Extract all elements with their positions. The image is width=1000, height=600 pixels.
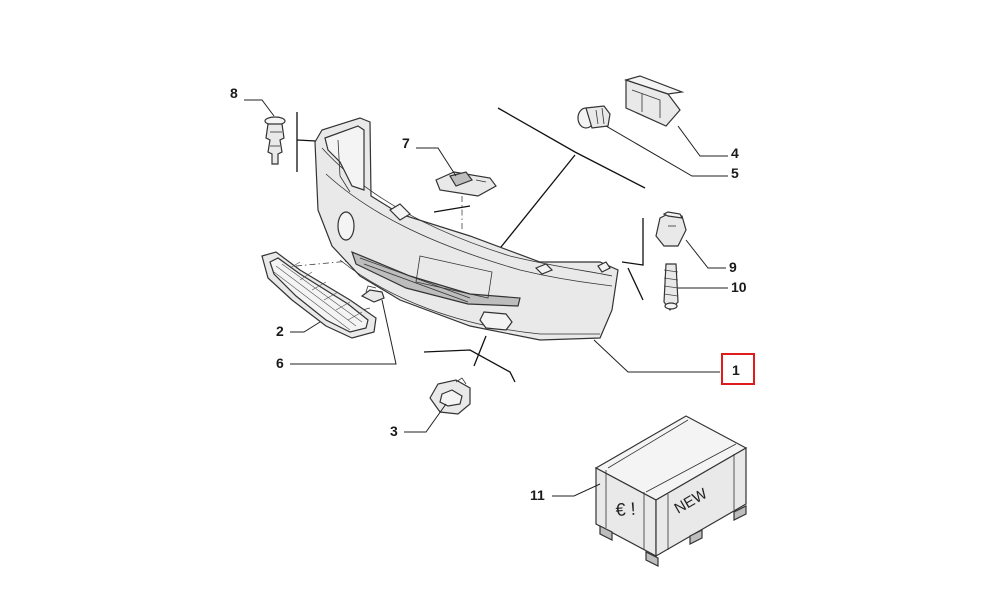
shipping-box-part[interactable]: € ! NEW — [594, 415, 748, 567]
callout-4: 4 — [731, 145, 739, 161]
callout-2: 2 — [276, 323, 284, 339]
callout-8: 8 — [230, 85, 238, 101]
callout-5: 5 — [731, 165, 739, 181]
euro-mark-text: € ! — [615, 499, 636, 520]
leader-lines — [244, 99, 728, 497]
callout-9: 9 — [729, 259, 737, 275]
small-clip-part[interactable] — [360, 285, 385, 303]
highlight-box — [721, 353, 755, 385]
plug-clip-part[interactable] — [577, 105, 611, 129]
callout-6: 6 — [276, 355, 284, 371]
mesh-grille-part[interactable] — [261, 251, 377, 339]
push-rivet-part[interactable] — [264, 116, 286, 165]
callout-1[interactable]: 1 — [732, 362, 740, 378]
fog-light-cover-part[interactable] — [429, 377, 471, 415]
callout-11: 11 — [530, 487, 545, 503]
bracket-part[interactable] — [623, 75, 685, 127]
clip-nut-part[interactable] — [655, 211, 687, 247]
callout-3: 3 — [390, 423, 398, 439]
car-body-outline — [296, 107, 646, 383]
callout-7: 7 — [402, 135, 410, 151]
bracket-plate-part[interactable] — [435, 171, 497, 197]
callouts: 8 7 4 5 9 10 2 6 3 11 1 — [230, 85, 755, 503]
screw-part[interactable] — [663, 263, 679, 311]
callout-10: 10 — [731, 279, 747, 295]
front-bumper-part[interactable] — [314, 117, 619, 341]
